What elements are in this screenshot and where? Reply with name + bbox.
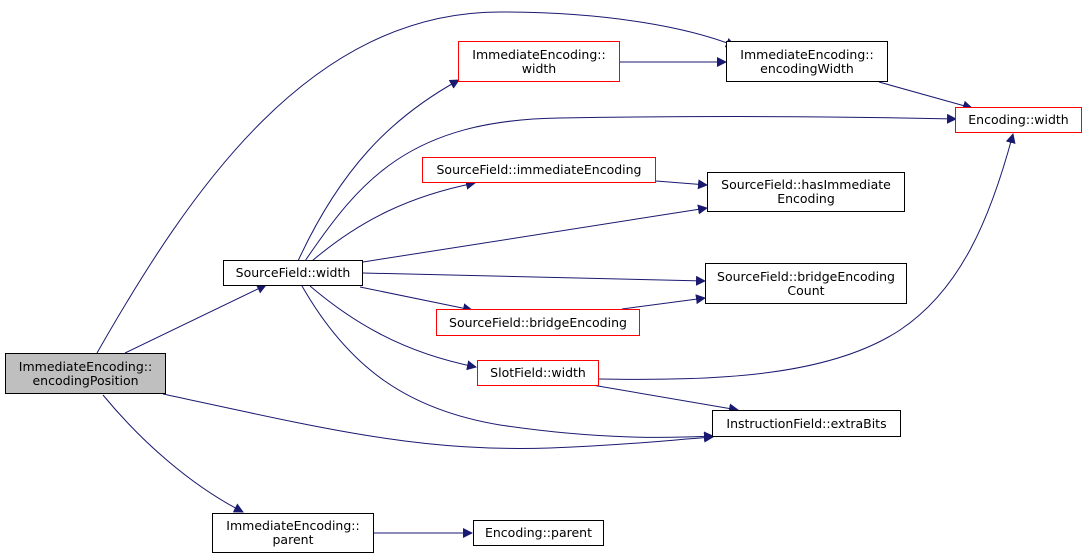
node-sourcefield-bridgeencoding[interactable]: SourceField::bridgeEncoding: [436, 309, 640, 336]
node-instructionfield-extrabits[interactable]: InstructionField::extraBits: [712, 410, 901, 437]
edge-sfwidth-to-enc-width: [304, 113, 957, 262]
node-immediateencoding-encodingposition: ImmediateEncoding:: encodingPosition: [5, 353, 166, 394]
edge-root-to-if-extrabits: [162, 393, 714, 449]
node-immediateencoding-encodingwidth[interactable]: ImmediateEncoding:: encodingWidth: [726, 41, 888, 82]
edge-root-to-sf-width: [124, 284, 267, 354]
node-label: SourceField::bridgeEncoding Count: [717, 268, 895, 298]
edge-sfwidth-to-if-extrabits: [301, 285, 714, 442]
edge-sfwidth-to-sf-bcount: [362, 272, 706, 286]
node-label: SourceField::bridgeEncoding: [449, 314, 627, 330]
edge-sfwidth-to-slot-width: [309, 285, 477, 371]
node-encoding-parent[interactable]: Encoding::parent: [473, 520, 604, 546]
edge-sfwidth-to-sf-immenc: [311, 179, 476, 262]
node-sourcefield-bridgeencodingcount[interactable]: SourceField::bridgeEncoding Count: [705, 263, 907, 304]
node-label: ImmediateEncoding:: encodingWidth: [740, 46, 874, 76]
node-label: SlotField::width: [490, 365, 586, 380]
node-sourcefield-immediateencoding[interactable]: SourceField::immediateEncoding: [422, 157, 656, 183]
edge-sfimmenc-to-sf-hasimm: [655, 179, 708, 190]
node-label: InstructionField::extraBits: [726, 415, 887, 431]
edge-slotwidth-to-if-extrabits: [591, 384, 739, 414]
edge-sfwidth-to-sf-bridge: [359, 286, 473, 314]
node-slotfield-width[interactable]: SlotField::width: [477, 360, 599, 386]
node-immediateencoding-width[interactable]: ImmediateEncoding:: width: [458, 41, 620, 82]
node-sourcefield-width[interactable]: SourceField::width: [223, 260, 363, 286]
node-label: ImmediateEncoding:: parent: [226, 518, 360, 547]
node-immediateencoding-parent[interactable]: ImmediateEncoding:: parent: [212, 513, 374, 553]
edge-root-to-ie-encodingwidth: [96, 11, 736, 354]
edge-sfwidth-to-sf-hasimm: [362, 204, 708, 263]
node-label: ImmediateEncoding:: encodingPosition: [18, 358, 153, 388]
edge-sfwidth-to-ie-width: [297, 79, 460, 262]
node-label: ImmediateEncoding:: width: [472, 46, 606, 76]
node-encoding-width[interactable]: Encoding::width: [955, 107, 1082, 133]
edge-ieencw-to-enc-width: [878, 81, 973, 111]
edge-root-to-ie-parent: [102, 394, 244, 513]
node-label: SourceField::width: [235, 265, 351, 280]
node-label: Encoding::parent: [484, 525, 592, 540]
node-label: Encoding::width: [968, 112, 1069, 127]
node-label: SourceField::hasImmediate Encoding: [721, 177, 891, 206]
edge-slotwidth-to-enc-width: [598, 133, 1016, 380]
node-sourcefield-hasimmediateencoding[interactable]: SourceField::hasImmediate Encoding: [707, 172, 905, 212]
edge-sfbridge-to-sf-bcount: [621, 294, 706, 310]
node-label: SourceField::immediateEncoding: [436, 162, 642, 177]
